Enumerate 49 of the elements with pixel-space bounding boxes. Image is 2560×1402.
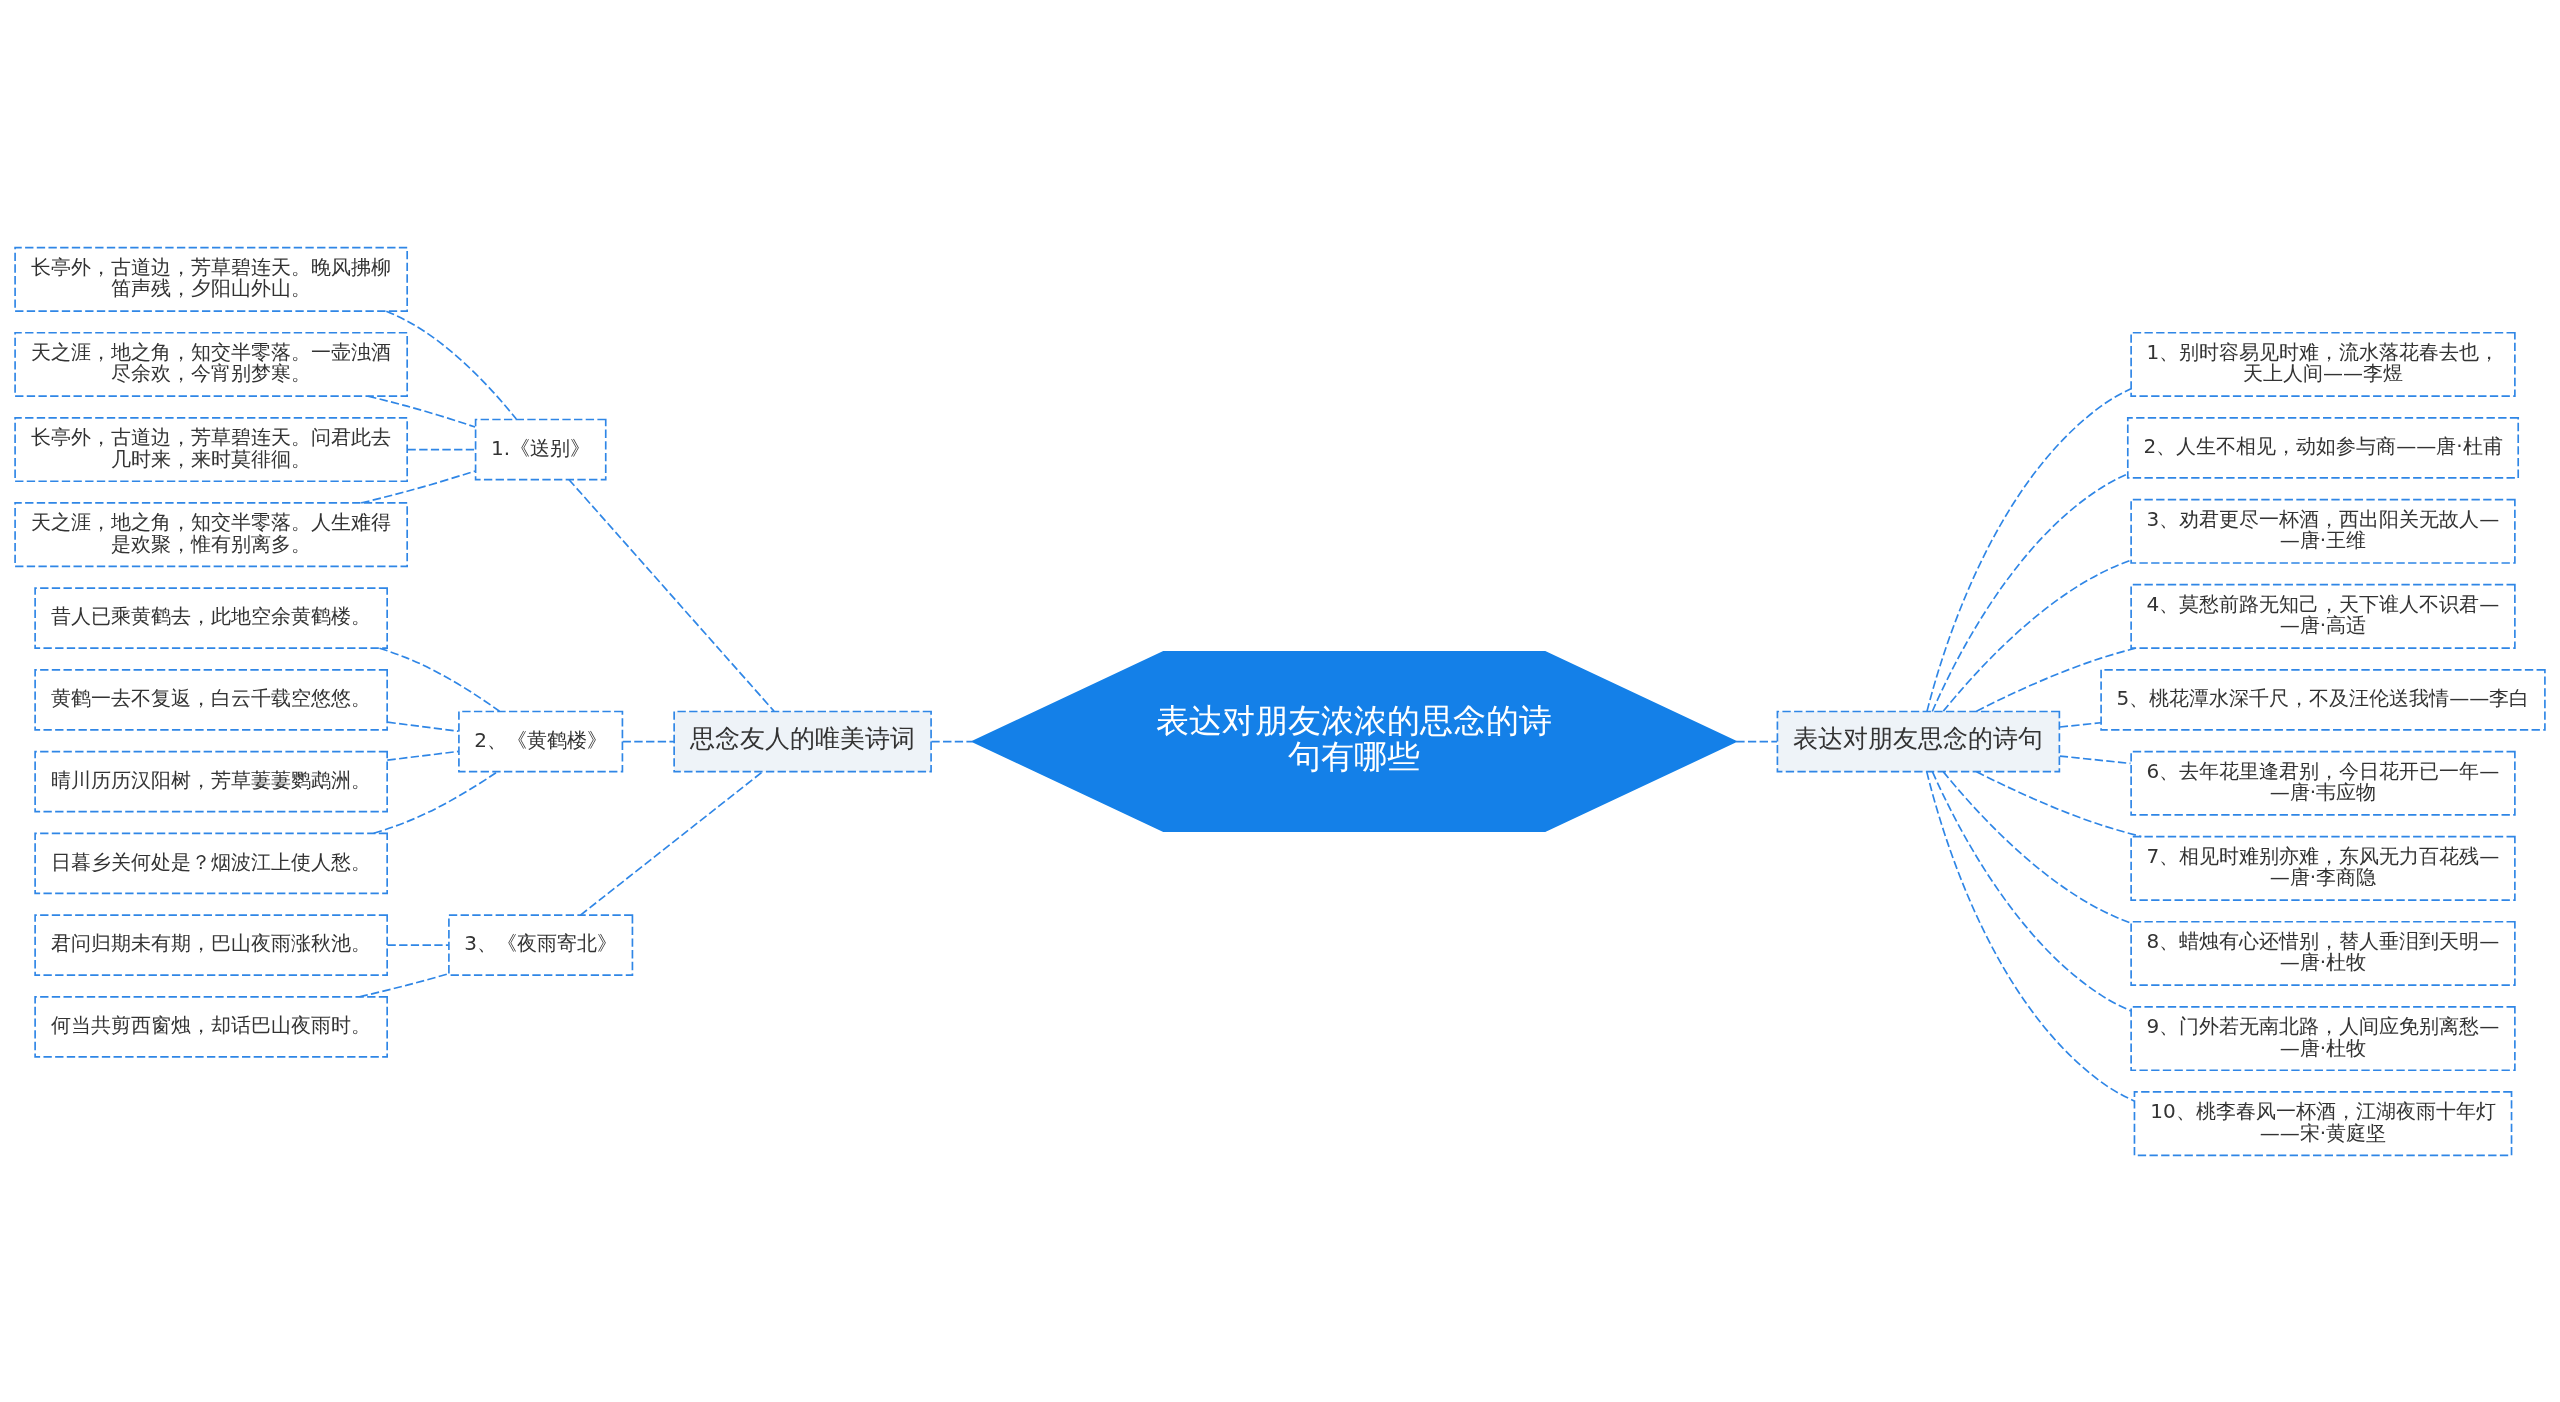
node-box: 5、桃花潭水深千尺，不及汪伦送我情——李白 <box>2100 668 2546 731</box>
node-box: 2、人生不相见，动如参与商——唐·杜甫 <box>2126 416 2520 479</box>
connector <box>360 469 476 504</box>
connector <box>358 972 450 998</box>
node-box: 1.《送别》 <box>474 418 607 480</box>
connector <box>378 646 501 712</box>
node-box: 1、别时容易见时难，流水落花春去也，天上人间——李煜 <box>2130 331 2516 397</box>
node-box: 9、门外若无南北路，人间应免别离愁——唐·杜牧 <box>2130 1005 2516 1071</box>
connector <box>1942 558 2132 712</box>
node-box: 长亭外，古道边，芳草碧连天。问君此去几时来，来时莫徘徊。 <box>14 416 409 482</box>
node-box: 7、相见时难别亦难，东风无力百花残——唐·李商隐 <box>2130 835 2516 901</box>
node-box: 何当共剪西窗烛，却话巴山夜雨时。 <box>34 995 388 1058</box>
connector <box>621 740 675 742</box>
node-box: 3、《夜雨寄北》 <box>448 913 634 976</box>
node-box: 3、劝君更尽一杯酒，西出阳关无故人——唐·王维 <box>2130 498 2516 564</box>
connector <box>1975 646 2137 712</box>
connector <box>386 750 460 761</box>
node-box: 天之涯，地之角，知交半零落。一壶浊酒尽余欢，今宵别梦寒。 <box>14 331 409 397</box>
connector <box>385 309 518 420</box>
node-box: 晴川历历汉阳树，芳草萋萋鹦鹉洲。 <box>34 750 388 812</box>
node-box: 长亭外，古道边，芳草碧连天。晚风拂柳笛声残，夕阳山外山。 <box>14 246 409 312</box>
connector <box>579 770 764 916</box>
node-box: 天之涯，地之角，知交半零落。人生难得是欢聚，惟有别离多。 <box>14 501 409 567</box>
connector <box>1931 770 2132 1012</box>
node-box: 表达对朋友思念的诗句 <box>1776 710 2061 772</box>
connector <box>1931 472 2129 712</box>
connector <box>386 943 450 946</box>
node-box: 2、《黄鹤楼》 <box>458 710 624 772</box>
connector <box>1925 770 2135 1102</box>
node-box: 4、莫愁前路无知己，天下谁人不识君——唐·高适 <box>2130 583 2516 649</box>
connector <box>568 478 775 712</box>
connector <box>1942 770 2132 924</box>
node-box: 8、蜡烛有心还惜别，替人垂泪到天明——唐·杜牧 <box>2130 920 2516 986</box>
connector <box>2059 721 2102 728</box>
connector <box>1735 740 1778 742</box>
node-box: 思念友人的唯美诗词 <box>673 710 932 772</box>
connector <box>930 740 974 742</box>
node-box: 昔人已乘黄鹤去，此地空余黄鹤楼。 <box>34 586 388 649</box>
node-box: 日暮乡关何处是？烟波江上使人愁。 <box>34 831 388 894</box>
connector <box>406 448 476 450</box>
connector <box>1926 387 2132 712</box>
connector <box>1975 770 2143 837</box>
connector <box>386 720 460 732</box>
node-box: 10、桃李春风一杯酒，江湖夜雨十年灯——宋·黄庭坚 <box>2133 1090 2513 1156</box>
node-box: 黄鹤一去不复返，白云千载空悠悠。 <box>34 668 388 731</box>
connector <box>367 394 476 428</box>
connector <box>372 770 499 834</box>
node-box: 君问归期未有期，巴山夜雨涨秋池。 <box>34 913 388 976</box>
node-box: 6、去年花里逢君别，今日花开已一年——唐·韦应物 <box>2130 750 2516 816</box>
